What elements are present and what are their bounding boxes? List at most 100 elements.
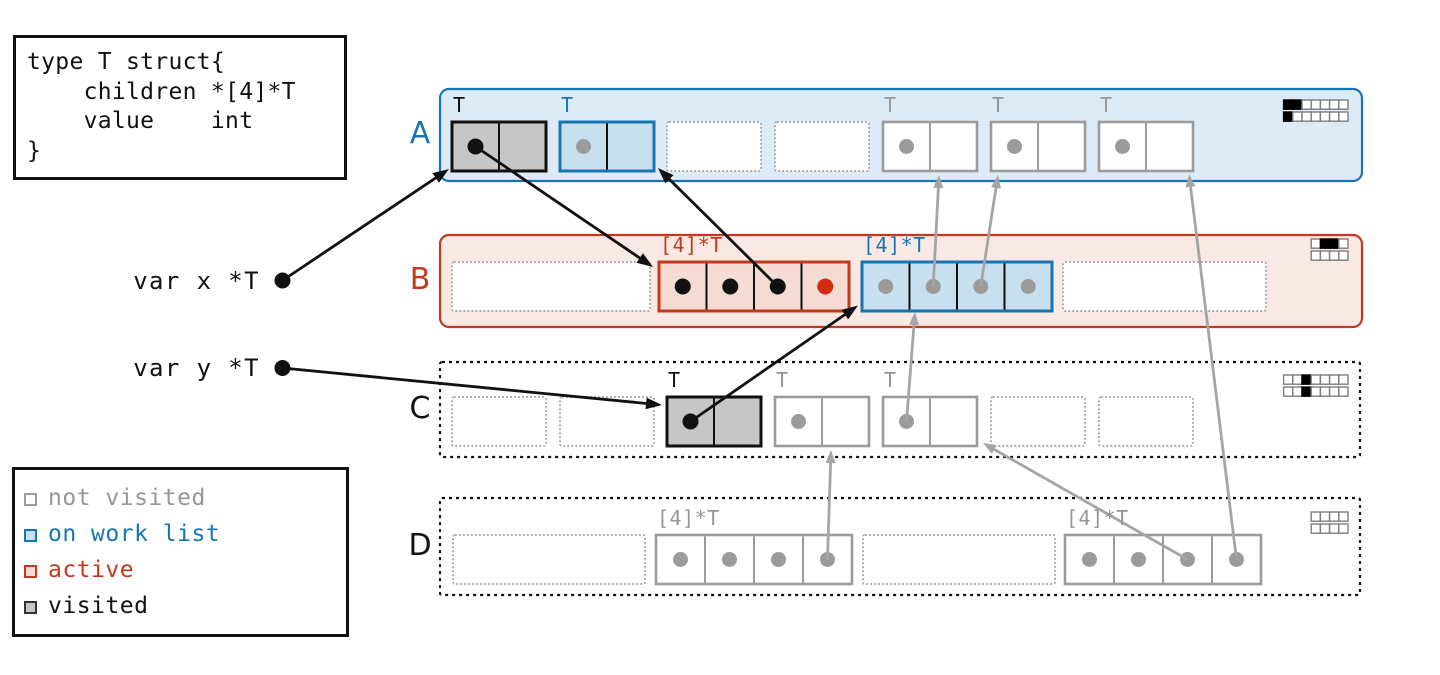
- arrow-line: [666, 176, 779, 288]
- free-slot: [1062, 261, 1267, 312]
- var-pointer-dot: [274, 272, 291, 289]
- legend-label: visited: [48, 592, 149, 619]
- pointer-arrow-C3-to-B-worklist: [905, 312, 919, 422]
- arrow-head: [658, 168, 674, 184]
- pointer-dot-gray: [878, 279, 894, 294]
- slot-type-label: T: [884, 93, 897, 117]
- pointer-dot-gray: [899, 139, 914, 154]
- legend-label: not visited: [48, 484, 206, 511]
- pointer-dot-gray: [1082, 552, 1097, 567]
- pointer-dot-gray: [1115, 139, 1130, 154]
- bitmap-bit-clear: [1338, 250, 1349, 261]
- arrow-head: [825, 450, 836, 464]
- pointer-dot-gray: [1007, 139, 1022, 154]
- code-line-2: children *[4]*T: [27, 78, 296, 105]
- pointer-arrow-A1-to-B-active: [474, 145, 653, 267]
- memory-span-D: [438, 496, 1362, 597]
- arrow-head: [983, 443, 997, 454]
- arrow-line: [826, 460, 833, 560]
- legend-item-not-visited: not visited: [24, 481, 346, 517]
- span-label-D: D: [408, 527, 432, 563]
- free-slot: [774, 121, 870, 172]
- var-label-x: var x *T: [133, 266, 260, 295]
- slot-type-label: [4]*T: [863, 233, 926, 257]
- arrow-head: [432, 169, 449, 183]
- pointer-dot-black: [722, 278, 739, 295]
- pointer-arrow-D2-4-to-A7: [1185, 174, 1238, 560]
- pointer-arrow-var-x-to-A1: [281, 169, 449, 282]
- pointer-arrow-B-worklist-3-to-A6: [979, 175, 1001, 287]
- arrow-head: [636, 253, 653, 267]
- pointer-dot-gray: [791, 414, 806, 429]
- mark-bitmap-A: [1282, 99, 1349, 122]
- slot-type-label: T: [668, 368, 681, 392]
- slot-type-label: T: [561, 93, 574, 117]
- pointer-dot-red: [817, 278, 834, 295]
- arrow-line: [905, 322, 916, 422]
- memory-span-B: [438, 233, 1364, 329]
- arrow-line: [689, 312, 848, 423]
- pointer-arrow-D2-3-to-C3: [983, 443, 1189, 561]
- legend-swatch-worklist: [24, 528, 37, 542]
- arrow-line: [991, 447, 1189, 561]
- arrow-head: [909, 312, 919, 326]
- legend-label: on work list: [48, 520, 221, 547]
- arrow-head: [991, 175, 1001, 189]
- free-slot: [451, 396, 547, 447]
- pointer-dot-gray: [771, 552, 786, 567]
- legend-swatch-visited: [24, 600, 37, 614]
- arrow-line: [1188, 184, 1238, 560]
- arrow-head: [1185, 174, 1196, 188]
- code-line-4: }: [27, 137, 42, 164]
- slot-type-label: T: [453, 93, 466, 117]
- bitmap-bit-clear: [1338, 523, 1349, 534]
- pointer-arrow-B-worklist-2-to-A5: [931, 175, 944, 287]
- free-slot: [666, 121, 762, 172]
- pointer-arrow-D1-4-to-C2: [825, 450, 836, 560]
- type-definition-code-box: type T struct{ children *[4]*T value int…: [13, 35, 347, 180]
- code-line-1: type T struct{: [27, 49, 226, 75]
- mark-bitmap-B: [1310, 238, 1349, 261]
- bitmap-bit-clear: [1338, 111, 1349, 122]
- slot-type-label: T: [884, 368, 897, 392]
- bitmap-bit-clear: [1338, 511, 1349, 522]
- free-slot: [451, 261, 651, 312]
- bitmap-bit-clear: [1338, 374, 1349, 385]
- arrow-head: [645, 397, 662, 410]
- pointer-arrow-var-y-to-C1: [282, 366, 662, 410]
- span-label-A: A: [409, 115, 431, 151]
- pointer-dot-gray: [1020, 279, 1036, 294]
- pointer-dot-gray: [722, 552, 737, 567]
- arrow-line: [474, 145, 643, 261]
- slot-type-label: T: [1100, 93, 1113, 117]
- slot-type-label: [4]*T: [660, 233, 723, 257]
- free-slot: [452, 534, 646, 585]
- pointer-arrow-C1-to-B-worklist: [689, 305, 858, 423]
- slot-type-label: [4]*T: [1066, 506, 1129, 530]
- mark-bitmap-D: [1310, 511, 1349, 534]
- free-slot: [862, 534, 1056, 585]
- pointer-arrow-B-active-3-to-A2: [658, 168, 779, 288]
- legend-item-visited: visited: [24, 589, 346, 625]
- arrow-line: [931, 185, 940, 287]
- span-label-C: C: [409, 390, 431, 426]
- pointer-dot-gray: [576, 139, 591, 154]
- slot-type-label: T: [992, 93, 1005, 117]
- legend: not visited on work list active visited: [12, 467, 349, 637]
- pointer-dot-black: [674, 278, 691, 295]
- memory-span-C: [438, 360, 1362, 459]
- bitmap-bit-clear: [1338, 99, 1349, 110]
- arrow-line: [281, 175, 439, 282]
- arrow-head: [933, 175, 944, 189]
- legend-swatch-active: [24, 564, 37, 578]
- legend-item-worklist: on work list: [24, 517, 346, 553]
- legend-swatch-not-visited: [24, 492, 37, 506]
- legend-label: active: [48, 556, 135, 583]
- pointer-dot-gray: [1131, 552, 1146, 567]
- arrow-line: [282, 366, 649, 406]
- var-pointer-dot: [274, 360, 291, 376]
- slot-type-label: [4]*T: [657, 506, 720, 530]
